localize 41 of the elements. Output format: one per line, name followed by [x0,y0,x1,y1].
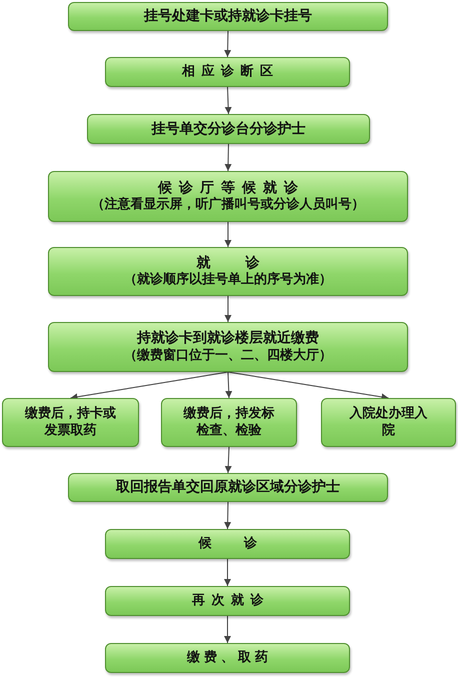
arrow [228,372,389,400]
step-note: （就诊顺序以挂号单上的序号为准） [124,272,332,290]
step-text: 持就诊卡到就诊楼层就近缴费 [137,329,319,348]
process-box [321,398,456,447]
step-text: 挂号单交分诊台分诊护士 [152,120,306,138]
arrow [225,372,232,398]
arrow [224,30,232,58]
process-box [48,322,408,372]
arrow [70,372,228,400]
arrow [224,502,232,530]
step-text: 缴费后，持发标检查、检验 [183,406,275,440]
arrow [224,616,231,644]
step-text: 候诊厅等候就诊 [158,178,305,196]
step-text: 取回报告单交回原就诊区域分诊护士 [116,478,340,497]
step-text: 再次就诊 [192,592,270,610]
process-box [105,586,350,616]
process-box [68,473,388,502]
process-box [2,398,139,447]
process-box [105,643,350,673]
step-text: 就诊 [196,254,294,272]
step-text: 相应诊断区 [182,64,280,80]
process-box [105,529,350,559]
process-box [68,2,388,31]
arrow [224,144,232,172]
step-text: 挂号处建卡或持就诊卡挂号 [144,7,312,26]
process-box [105,57,350,87]
process-box [48,171,408,222]
arrow [224,86,232,114]
step-note: （缴费窗口位于一、二、四楼大厅） [124,348,332,365]
arrow [224,558,231,586]
process-box [161,398,297,447]
step-text: 候诊 [198,536,290,552]
arrow [224,296,232,322]
step-text: 缴费后，持卡或发票取药 [24,406,116,440]
arrow [224,222,232,248]
arrow [224,446,232,474]
process-box [48,247,408,296]
step-text: 缴费、取药 [187,650,272,666]
step-text: 入院处办理入院 [348,406,428,440]
process-box [87,114,370,144]
step-note: （注意看显示屏，听广播叫号或分诊人员叫号） [92,197,364,214]
